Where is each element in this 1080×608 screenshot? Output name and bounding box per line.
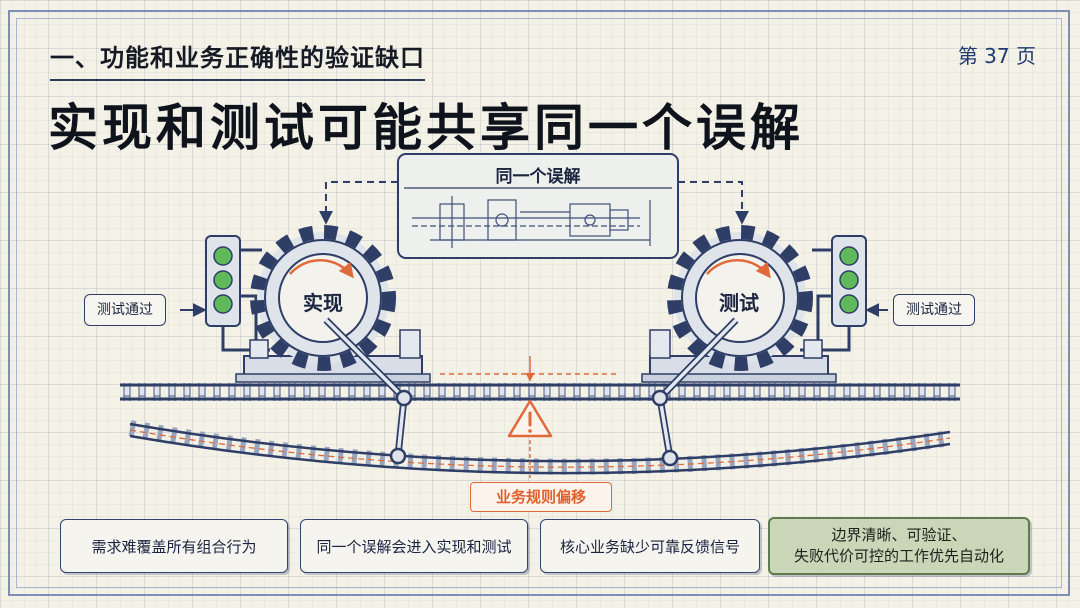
connecting-rods [323, 317, 739, 467]
implementation-gear-icon [250, 225, 396, 371]
page-number: 第 37 页 [957, 44, 1036, 68]
upper-rail-track [120, 383, 960, 401]
implementation-gear-label: 实现 [303, 291, 343, 315]
mechanism-sketch-icon [412, 196, 651, 248]
outer-frame [8, 10, 1070, 596]
dashed-link-arrows [319, 181, 749, 225]
business-rule-drift-label: 业务规则偏移 [470, 482, 612, 512]
right-test-passed-tag: 测试通过 [893, 294, 975, 326]
left-test-passed-tag: 测试通过 [84, 294, 166, 326]
warning-icon [507, 399, 553, 438]
point-card-shared-misunderstanding: 同一个误解会进入实现和测试 [300, 519, 528, 573]
shared-misunderstanding-box [397, 153, 679, 259]
inner-frame [16, 18, 1062, 588]
test-gear-label: 测试 [719, 291, 759, 315]
point-card-recommendation: 边界清晰、可验证、 失败代价可控的工作优先自动化 [768, 517, 1030, 575]
section-subtitle: 一、功能和业务正确性的验证缺口 [50, 38, 425, 81]
recommendation-line-2: 失败代价可控的工作优先自动化 [793, 547, 1004, 565]
point-card-requirements: 需求难覆盖所有组合行为 [60, 519, 288, 573]
test-gear-icon [667, 225, 813, 371]
right-signal-light [800, 235, 867, 352]
shared-misunderstanding-label: 同一个误解 [495, 167, 581, 187]
drift-indicator [440, 356, 620, 478]
page-title: 实现和测试可能共享同一个误解 [48, 99, 804, 157]
recommendation-line-1: 边界清晰、可验证、 [831, 526, 967, 544]
point-card-feedback-signal: 核心业务缺少可靠反馈信号 [540, 519, 760, 573]
left-signal-light [205, 235, 270, 352]
lower-drifted-rail-track [128, 420, 952, 475]
